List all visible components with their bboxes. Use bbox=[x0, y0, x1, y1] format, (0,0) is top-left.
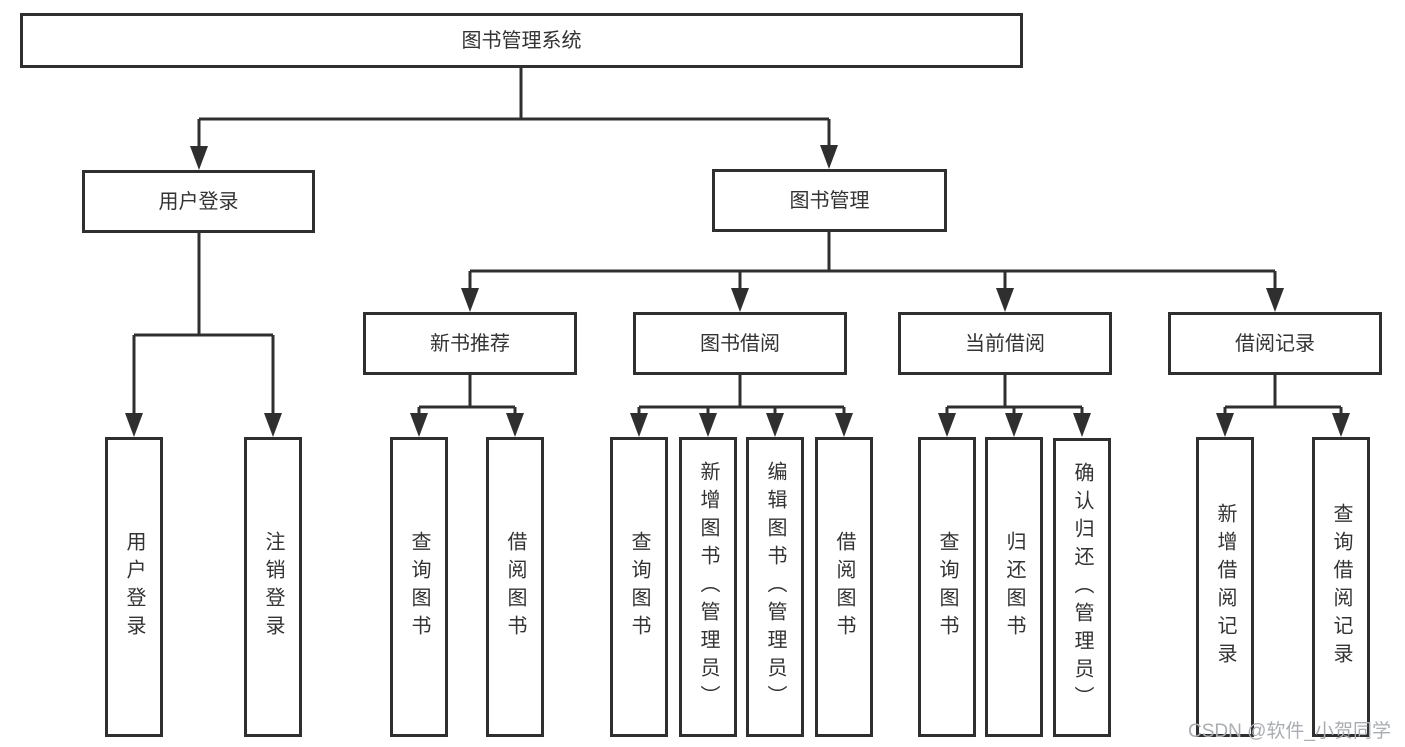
leaf-borrow-add-book-admin: 新增图书（管理员） bbox=[679, 437, 737, 737]
leaf-label: 查询图书 bbox=[408, 531, 430, 643]
leaf-label: 归还图书 bbox=[1003, 531, 1025, 643]
node-current-borrowing: 当前借阅 bbox=[898, 312, 1112, 375]
node-label: 图书管理系统 bbox=[461, 29, 582, 52]
leaf-records-query-record: 查询借阅记录 bbox=[1312, 437, 1370, 737]
leaf-label: 新增借阅记录 bbox=[1214, 503, 1236, 671]
leaf-label: 借阅图书 bbox=[833, 531, 855, 643]
node-label: 图书管理 bbox=[789, 189, 870, 212]
leaf-label: 编辑图书（管理员） bbox=[764, 461, 786, 713]
leaf-label: 用户登录 bbox=[123, 531, 145, 643]
leaf-label: 查询图书 bbox=[628, 531, 650, 643]
node-user-login: 用户登录 bbox=[82, 170, 315, 233]
leaf-label: 借阅图书 bbox=[504, 531, 526, 643]
leaf-current-confirm-return-admin: 确认归还（管理员） bbox=[1053, 438, 1111, 737]
node-label: 当前借阅 bbox=[965, 332, 1045, 355]
leaf-label: 确认归还（管理员） bbox=[1071, 461, 1093, 714]
leaf-label: 新增图书（管理员） bbox=[697, 461, 719, 713]
leaf-borrow-query-books: 查询图书 bbox=[610, 437, 668, 737]
node-book-management: 图书管理 bbox=[712, 169, 947, 232]
node-new-book-recommend: 新书推荐 bbox=[363, 312, 577, 375]
leaf-recommend-borrow-books: 借阅图书 bbox=[486, 437, 544, 737]
leaf-records-add-record: 新增借阅记录 bbox=[1196, 437, 1254, 737]
node-label: 用户登录 bbox=[158, 190, 239, 213]
leaf-label: 注销登录 bbox=[262, 531, 284, 643]
leaf-label: 查询图书 bbox=[936, 531, 958, 643]
leaf-auth-user-login: 用户登录 bbox=[105, 437, 163, 737]
leaf-label: 查询借阅记录 bbox=[1330, 503, 1352, 671]
node-label: 借阅记录 bbox=[1235, 332, 1315, 355]
node-book-borrowing: 图书借阅 bbox=[633, 312, 847, 375]
leaf-borrow-borrow-books: 借阅图书 bbox=[815, 437, 873, 737]
leaf-current-query-books: 查询图书 bbox=[918, 437, 976, 737]
node-label: 图书借阅 bbox=[700, 332, 780, 355]
node-library-management-system: 图书管理系统 bbox=[20, 13, 1023, 68]
leaf-auth-logout: 注销登录 bbox=[244, 437, 302, 737]
node-borrowing-records: 借阅记录 bbox=[1168, 312, 1382, 375]
leaf-current-return-books: 归还图书 bbox=[985, 437, 1043, 737]
leaf-borrow-edit-book-admin: 编辑图书（管理员） bbox=[746, 437, 804, 737]
node-label: 新书推荐 bbox=[430, 332, 510, 355]
leaf-recommend-query-books: 查询图书 bbox=[390, 437, 448, 737]
csdn-watermark: CSDN @软件_小贺同学 bbox=[1188, 721, 1391, 742]
